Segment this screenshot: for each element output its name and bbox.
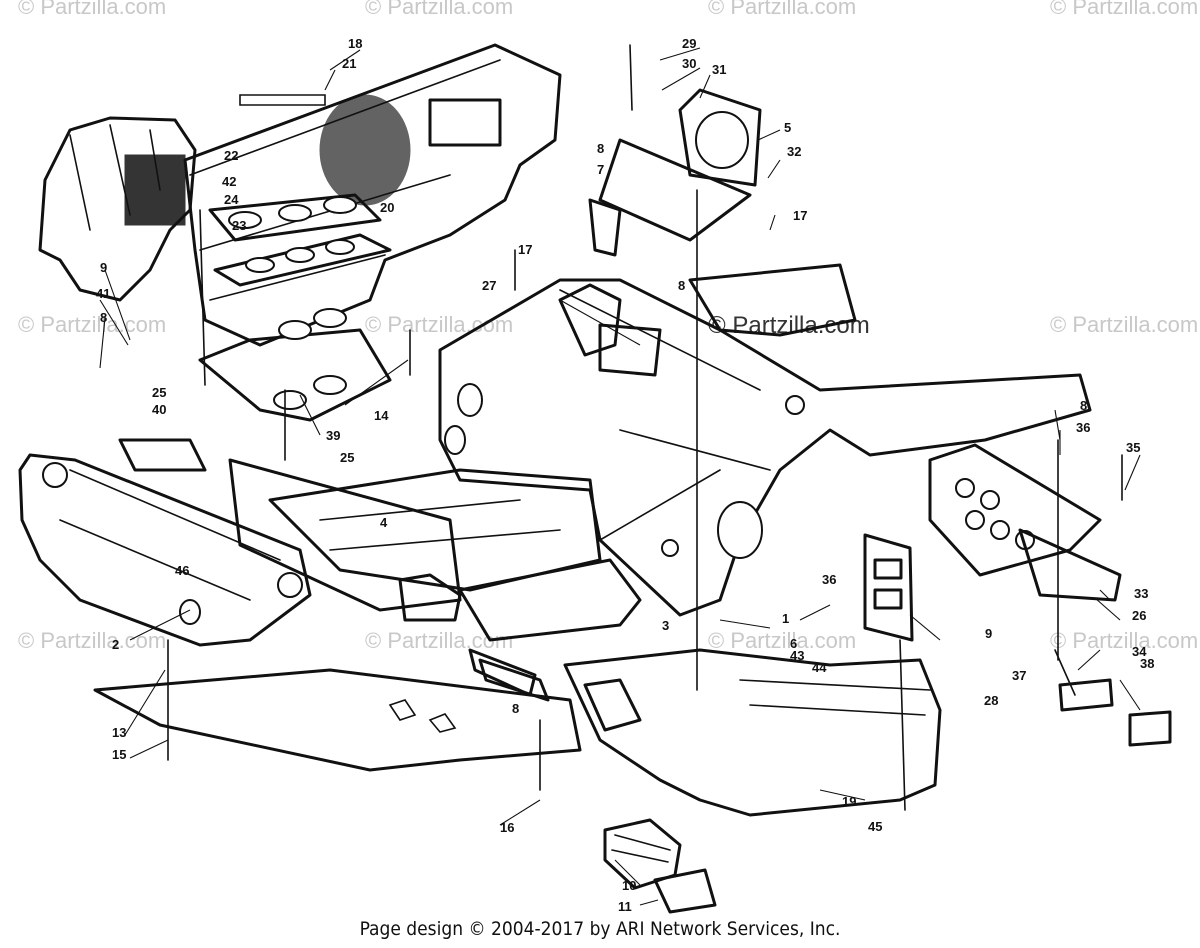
callout-31: 31 — [712, 62, 726, 77]
callout-8: 8 — [597, 141, 604, 156]
callout-19: 19 — [842, 794, 856, 809]
callout-2: 2 — [112, 637, 119, 652]
callout-9: 9 — [100, 260, 107, 275]
callout-8: 8 — [678, 278, 685, 293]
watermark: © Partzilla.com — [1050, 628, 1199, 653]
callout-1: 1 — [782, 611, 789, 626]
front-pan — [458, 558, 642, 642]
rear-cowl — [38, 116, 197, 302]
callout-11: 11 — [618, 899, 632, 914]
watermark: © Partzilla.com — [18, 628, 167, 653]
fasteners — [167, 44, 1123, 811]
callout-24: 24 — [224, 192, 239, 207]
callout-7: 7 — [597, 162, 604, 177]
callout-41: 41 — [96, 286, 110, 301]
callout-8: 8 — [512, 701, 519, 716]
callout-25: 25 — [340, 450, 354, 465]
callout-9: 9 — [985, 626, 992, 641]
callout-35: 35 — [1126, 440, 1140, 455]
callout-4: 4 — [380, 515, 388, 530]
watermark: © Partzilla.com — [365, 312, 514, 337]
callout-40: 40 — [152, 402, 166, 417]
callout-32: 32 — [787, 144, 801, 159]
callout-5: 5 — [784, 120, 791, 135]
callout-21: 21 — [342, 56, 356, 71]
callout-15: 15 — [112, 747, 126, 762]
callout-8: 8 — [100, 310, 107, 325]
callout-38: 38 — [1140, 656, 1154, 671]
callout-16: 16 — [500, 820, 514, 835]
belly-pan — [93, 668, 582, 772]
running-board-right — [688, 263, 857, 337]
watermark: © Partzilla.com — [18, 312, 167, 337]
callout-44: 44 — [812, 660, 827, 675]
upper-pan — [183, 43, 562, 347]
watermark: © Partzilla.com — [708, 628, 857, 653]
watermark: © Partzilla.com — [18, 0, 167, 19]
watermark: © Partzilla.com — [708, 0, 857, 19]
callout-13: 13 — [112, 725, 126, 740]
callout-33: 33 — [1134, 586, 1148, 601]
tube — [478, 658, 550, 702]
copyright-footer: Page design © 2004-2017 by ARI Network S… — [359, 918, 841, 940]
callout-22: 22 — [224, 148, 238, 163]
air-duct-boot — [603, 818, 717, 914]
callout-8: 8 — [1080, 398, 1087, 413]
watermark: © Partzilla.com — [365, 0, 514, 19]
callout-43: 43 — [790, 648, 804, 663]
callout-leaders — [99, 47, 1141, 906]
callout-3: 3 — [662, 618, 669, 633]
callout-25: 25 — [152, 385, 166, 400]
watermark: © Partzilla.com — [365, 628, 514, 653]
callout-17: 17 — [518, 242, 532, 257]
callout-14: 14 — [374, 408, 389, 423]
watermark: © Partzilla.com — [1050, 312, 1199, 337]
front-suspension-frame — [18, 438, 602, 647]
callout-45: 45 — [868, 819, 882, 834]
callout-6: 6 — [790, 636, 797, 651]
mount-plate — [863, 533, 914, 642]
callout-36: 36 — [1076, 420, 1090, 435]
callout-39: 39 — [326, 428, 340, 443]
watermark: © Partzilla.com — [1050, 0, 1199, 19]
callout-37: 37 — [1012, 668, 1026, 683]
callout-20: 20 — [380, 200, 394, 215]
callout-46: 46 — [175, 563, 189, 578]
callout-42: 42 — [222, 174, 236, 189]
callout-27: 27 — [482, 278, 496, 293]
callout-36: 36 — [822, 572, 836, 587]
steering-bracket — [588, 88, 762, 257]
callout-23: 23 — [232, 218, 246, 233]
hole-plate-upper — [208, 193, 392, 287]
callout-17: 17 — [793, 208, 807, 223]
chassis-tunnel — [438, 278, 1092, 617]
callout-10: 10 — [622, 878, 636, 893]
callout-18: 18 — [348, 36, 362, 51]
hole-plate-lower — [198, 308, 392, 422]
callout-29: 29 — [682, 36, 696, 51]
callout-34: 34 — [1132, 644, 1147, 659]
callout-26: 26 — [1132, 608, 1146, 623]
callout-30: 30 — [682, 56, 696, 71]
footrest-bracket — [928, 443, 1122, 602]
callout-28: 28 — [984, 693, 998, 708]
